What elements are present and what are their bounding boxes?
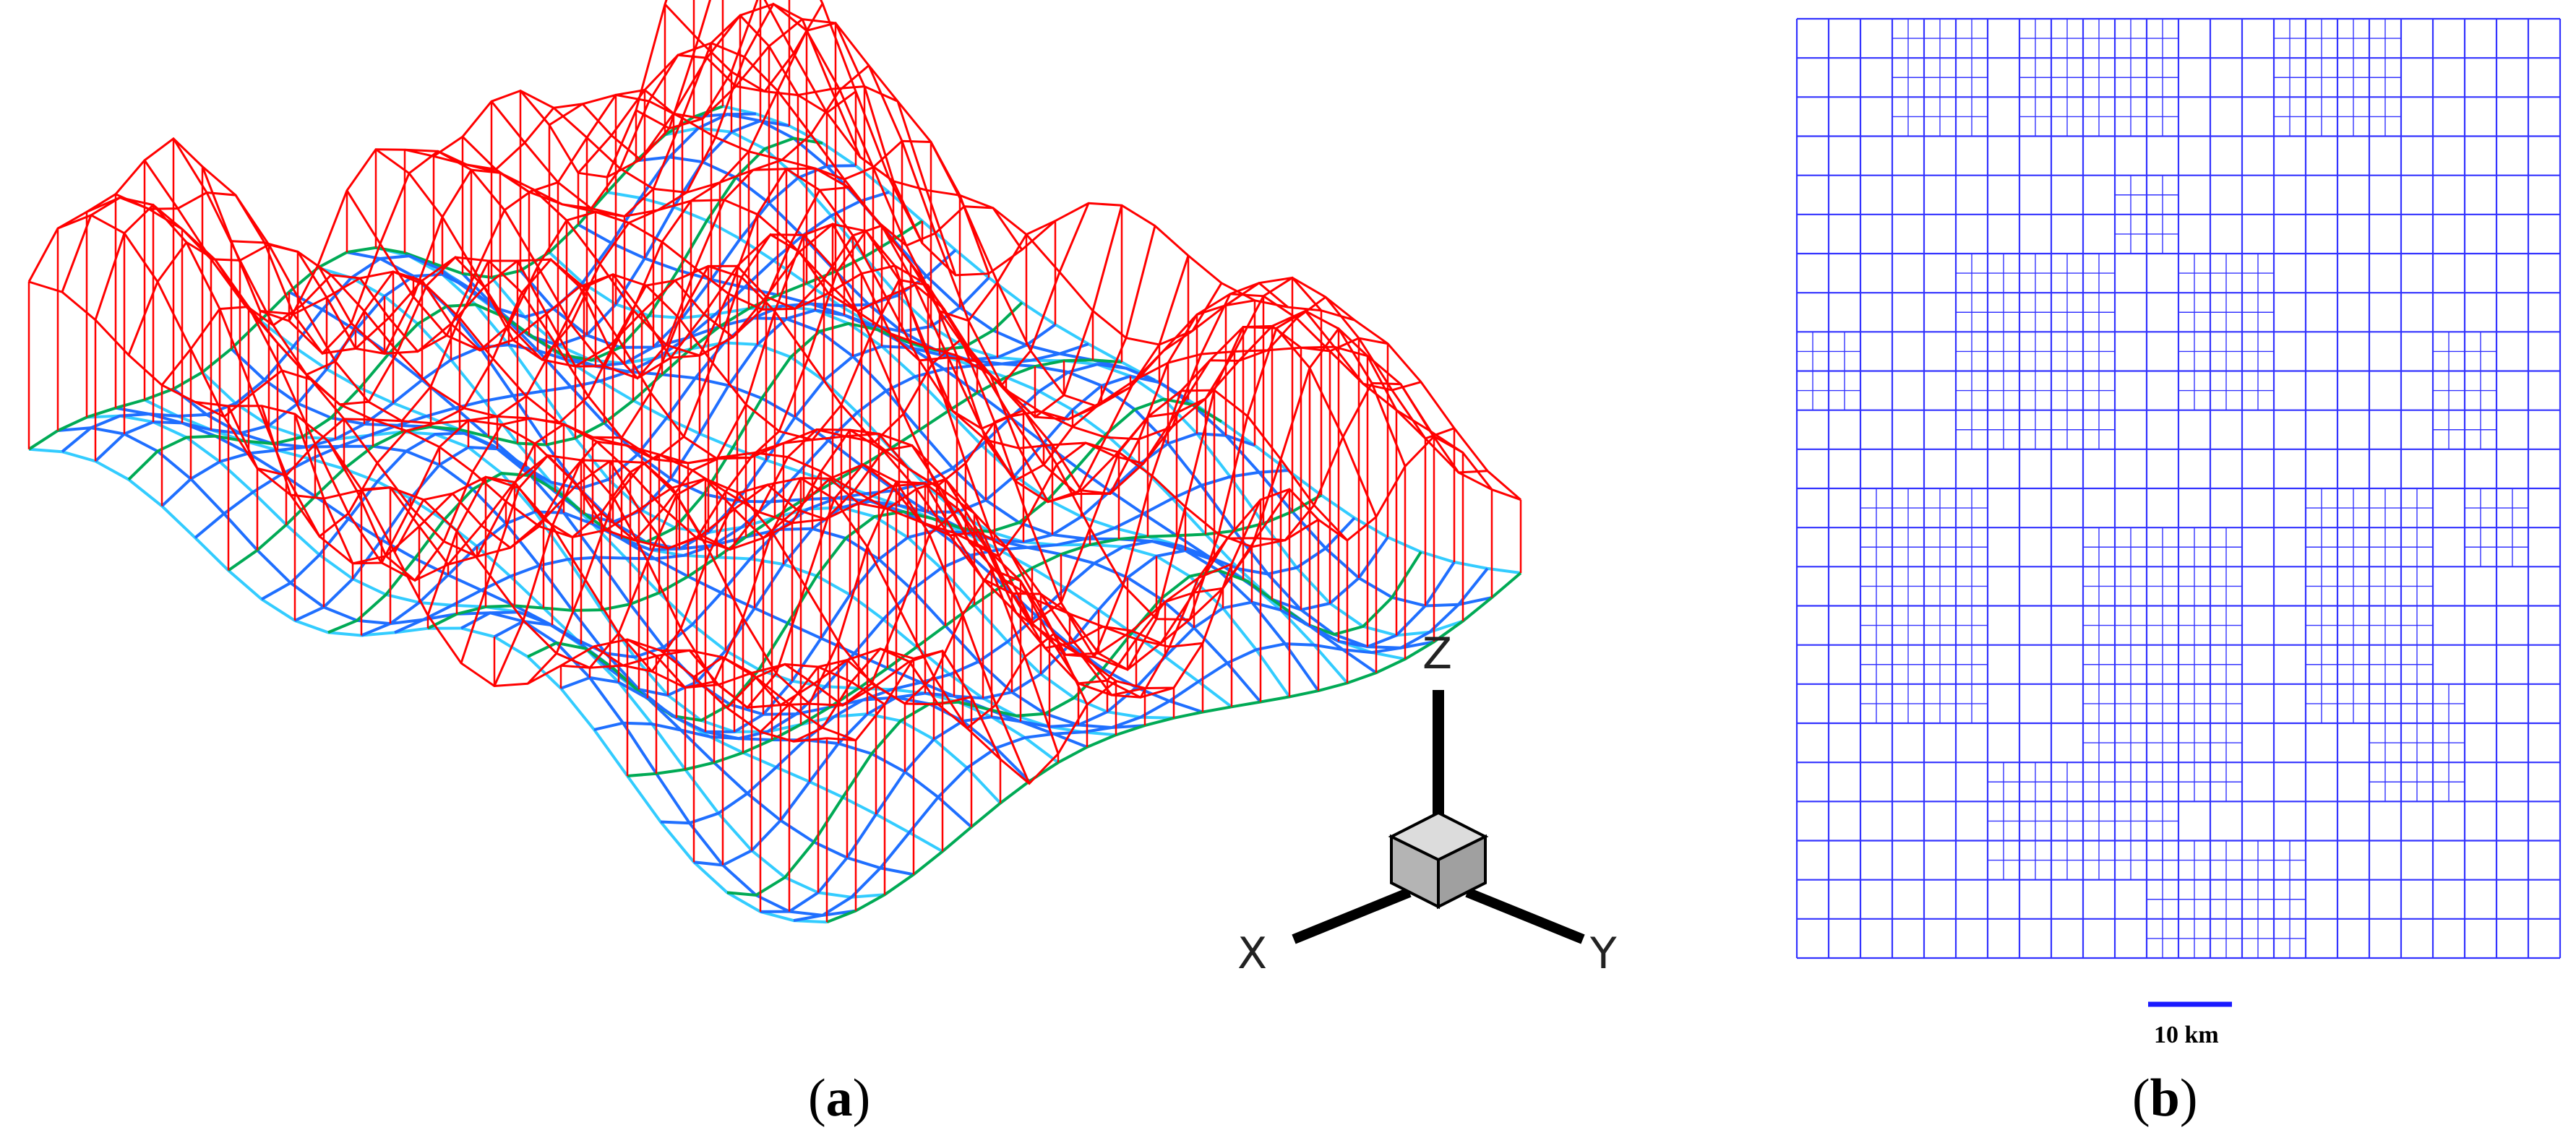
upper-mesh-line (526, 282, 1223, 685)
lower-mesh-line (261, 249, 957, 601)
upper-mesh-line (127, 3, 824, 355)
x-axis-label: X (1237, 928, 1267, 979)
upper-mesh-line (327, 186, 1023, 582)
lower-mesh-line (660, 517, 1356, 825)
upper-surface-mesh (27, 0, 1522, 923)
axis-gizmo: Z X Y (1237, 629, 1617, 979)
z-axis-label: Z (1422, 629, 1452, 679)
gizmo-cube (1388, 811, 1489, 910)
upper-mesh-line (593, 281, 1289, 673)
wireframe-3d-view: Z X Y (27, 0, 1617, 979)
scale-bar: 10 km (2148, 1001, 2232, 1048)
caption-b-open: ( (2132, 1069, 2150, 1128)
y-axis-line (1465, 887, 1585, 944)
caption-b-close: ) (2179, 1069, 2198, 1128)
lower-mesh-line (460, 363, 1156, 659)
refined-grid-view: 10 km (1795, 17, 2562, 1048)
upper-mesh-line (194, 2, 890, 418)
lower-mesh-line (61, 112, 757, 453)
caption-a-letter: a (825, 1069, 853, 1128)
caption-a-close: ) (852, 1069, 871, 1128)
lower-mesh-line (793, 567, 1489, 923)
upper-mesh-line (460, 225, 1156, 664)
x-axis-line (1292, 887, 1412, 944)
upper-mesh-line (393, 202, 1090, 553)
caption-a: (a) (808, 1068, 870, 1129)
upper-mesh-line (660, 296, 1355, 709)
lower-mesh-line (593, 469, 1289, 741)
upper-mesh-line (61, 0, 711, 355)
caption-b-letter: b (2150, 1069, 2180, 1128)
upper-mesh-line (606, 2, 1407, 467)
quad-grid (1795, 17, 2562, 959)
caption-a-open: ( (808, 1069, 826, 1128)
scale-bar-label: 10 km (2154, 1022, 2219, 1048)
y-axis-label: Y (1589, 928, 1617, 979)
upper-mesh-line (726, 309, 1422, 709)
caption-b: (b) (2132, 1068, 2197, 1129)
upper-mesh-line (260, 64, 957, 538)
upper-mesh-line (793, 381, 1488, 743)
